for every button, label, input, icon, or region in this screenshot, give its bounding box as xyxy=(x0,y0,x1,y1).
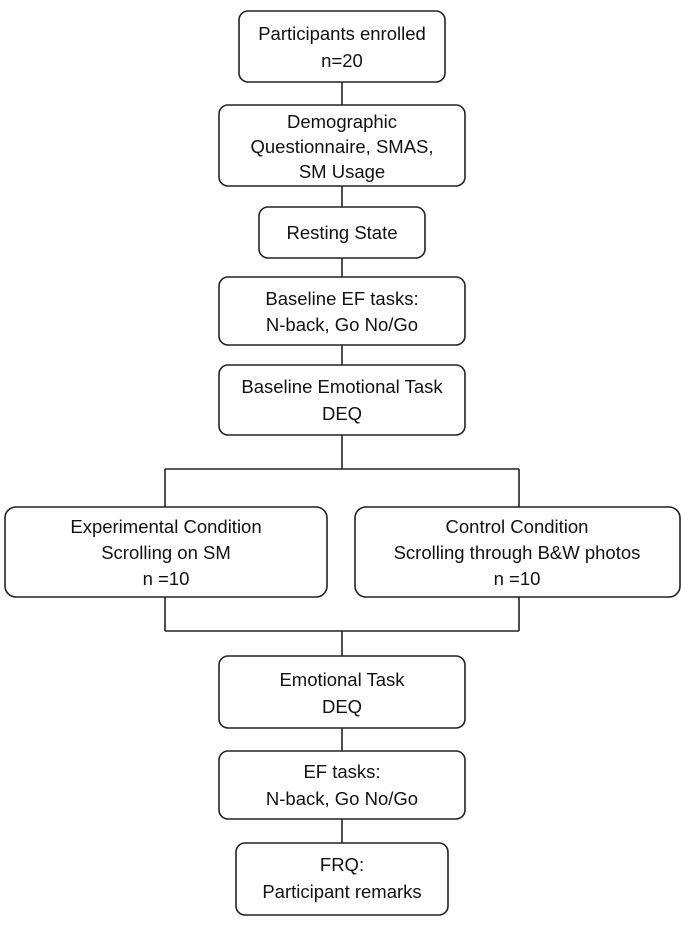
step-resting: Resting State xyxy=(258,206,426,259)
step-experimental-line-3: n =10 xyxy=(143,568,190,589)
step-baseline-ef-line-2: N-back, Go No/Go xyxy=(266,314,418,335)
step-baseline-emotional-line-2: DEQ xyxy=(322,403,362,424)
step-questionnaire-line-3: SM Usage xyxy=(299,161,385,182)
step-frq: FRQ: Participant remarks xyxy=(235,842,449,916)
step-enrolled: Participants enrolled n=20 xyxy=(238,10,446,83)
step-emotional: Emotional Task DEQ xyxy=(218,655,466,729)
step-control: Control Condition Scrolling through B&W … xyxy=(354,506,681,598)
step-enrolled-line-1: Participants enrolled xyxy=(258,23,426,44)
step-experimental: Experimental Condition Scrolling on SM n… xyxy=(4,506,328,598)
step-frq-line-1: FRQ: xyxy=(320,854,364,875)
step-baseline-emotional: Baseline Emotional Task DEQ xyxy=(218,364,466,436)
step-emotional-box xyxy=(218,655,466,729)
step-questionnaire-line-1: Demographic xyxy=(287,111,397,132)
step-control-line-3: n =10 xyxy=(494,568,541,589)
step-baseline-emotional-line-1: Baseline Emotional Task xyxy=(241,376,443,397)
step-questionnaire: Demographic Questionnaire, SMAS, SM Usag… xyxy=(218,104,466,187)
step-ef-line-1: EF tasks: xyxy=(303,761,380,782)
step-ef: EF tasks: N-back, Go No/Go xyxy=(218,750,466,820)
step-emotional-line-1: Emotional Task xyxy=(279,669,405,690)
step-ef-line-2: N-back, Go No/Go xyxy=(266,788,418,809)
step-baseline-ef: Baseline EF tasks: N-back, Go No/Go xyxy=(218,276,466,346)
step-resting-box xyxy=(258,206,426,259)
step-baseline-ef-box xyxy=(218,276,466,346)
connectors xyxy=(164,82,520,843)
step-questionnaire-box xyxy=(218,104,466,187)
step-experimental-line-1: Experimental Condition xyxy=(70,516,261,537)
step-experimental-line-2: Scrolling on SM xyxy=(101,542,231,563)
step-questionnaire-line-2: Questionnaire, SMAS, xyxy=(250,136,433,157)
step-baseline-emotional-box xyxy=(218,364,466,436)
step-control-box xyxy=(354,506,681,598)
step-control-line-1: Control Condition xyxy=(446,516,589,537)
step-enrolled-box xyxy=(238,10,446,83)
step-ef-box xyxy=(218,750,466,820)
step-baseline-ef-line-1: Baseline EF tasks: xyxy=(265,288,418,309)
step-enrolled-line-2: n=20 xyxy=(321,50,363,71)
step-resting-line-1: Resting State xyxy=(286,222,397,243)
step-frq-line-2: Participant remarks xyxy=(262,881,421,902)
step-emotional-line-2: DEQ xyxy=(322,696,362,717)
step-control-line-2: Scrolling through B&W photos xyxy=(394,542,641,563)
step-experimental-box xyxy=(4,506,328,598)
step-frq-box xyxy=(235,842,449,916)
